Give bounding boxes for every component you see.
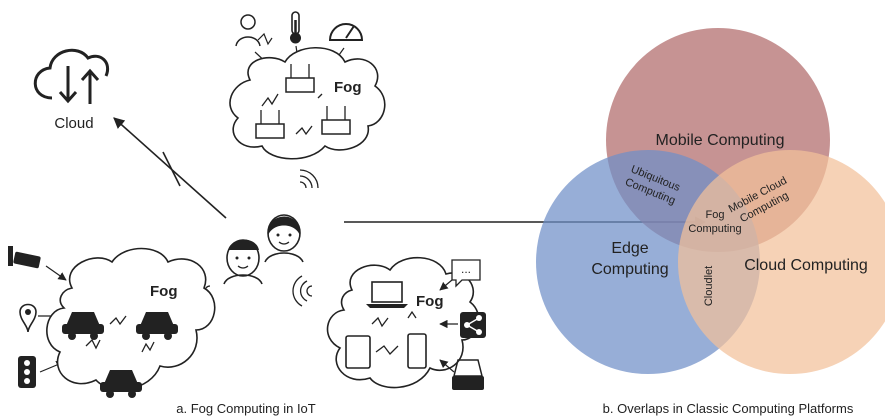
mobile-computing-label: Mobile Computing: [656, 132, 785, 149]
storage-drive-icon: [452, 359, 484, 390]
user-icon: [264, 214, 304, 263]
edge-computing-label-line1: Edge: [611, 240, 648, 257]
cloud-computing-circle: [678, 150, 885, 374]
thermometer-icon: [290, 11, 301, 44]
device-arrow: [439, 279, 453, 291]
router-icon: [255, 110, 285, 139]
cloudlet-label: Cloudlet: [703, 266, 715, 306]
wireless-link-icon: [109, 315, 127, 326]
location-pin-icon: [19, 303, 37, 333]
router-icon: [321, 106, 351, 135]
fog-cloud-top: [229, 46, 386, 160]
wireless-link-icon: [261, 93, 279, 107]
tablet-icon: [345, 335, 371, 369]
fog-label-right: Fog: [416, 293, 444, 310]
wireless-link-icon: [295, 125, 313, 136]
fog-computing-label-line1: Fog: [706, 209, 725, 221]
blocked-connection-arrow: [113, 117, 227, 219]
wireless-link-icon: [317, 93, 323, 99]
wifi-signal-icon: [299, 169, 319, 189]
wireless-link-icon: [371, 316, 389, 328]
user-icon: [223, 239, 263, 285]
laptop-icon: [366, 281, 408, 308]
cloud-label: Cloud: [54, 115, 93, 132]
router-icon: [285, 64, 315, 93]
wifi-signal-icon: [292, 275, 313, 307]
right-caption: b. Overlaps in Classic Computing Platfor…: [603, 401, 854, 416]
device-arrow: [439, 359, 455, 373]
wireless-link-icon: [407, 310, 417, 319]
car-icon: [136, 312, 178, 340]
wireless-link-icon: [141, 341, 155, 353]
fog-label-top: Fog: [334, 79, 362, 96]
speech-bubble-text: ...: [461, 262, 471, 276]
gauge-icon: [328, 23, 364, 41]
venn-diagram: [536, 28, 885, 374]
person-sensor-icon: [235, 14, 273, 47]
share-icon: [460, 312, 486, 338]
device-arrow: [45, 265, 67, 281]
smartphone-icon: [407, 333, 427, 369]
security-camera-icon: [8, 246, 41, 269]
car-icon: [100, 370, 142, 398]
edge-computing-label-line2: Computing: [591, 261, 668, 278]
fog-cloud-left: [46, 247, 216, 391]
fog-label-left: Fog: [150, 283, 178, 300]
car-icon: [62, 312, 104, 340]
fog-computing-label-line2: Computing: [688, 223, 741, 235]
cloud-icon: [33, 48, 109, 104]
wireless-link-icon: [85, 338, 101, 350]
traffic-light-icon: [18, 356, 36, 388]
speech-bubble-icon: [451, 259, 481, 288]
cloud-computing-label: Cloud Computing: [744, 257, 868, 274]
left-caption: a. Fog Computing in IoT: [176, 401, 316, 416]
wireless-link-icon: [375, 345, 399, 355]
